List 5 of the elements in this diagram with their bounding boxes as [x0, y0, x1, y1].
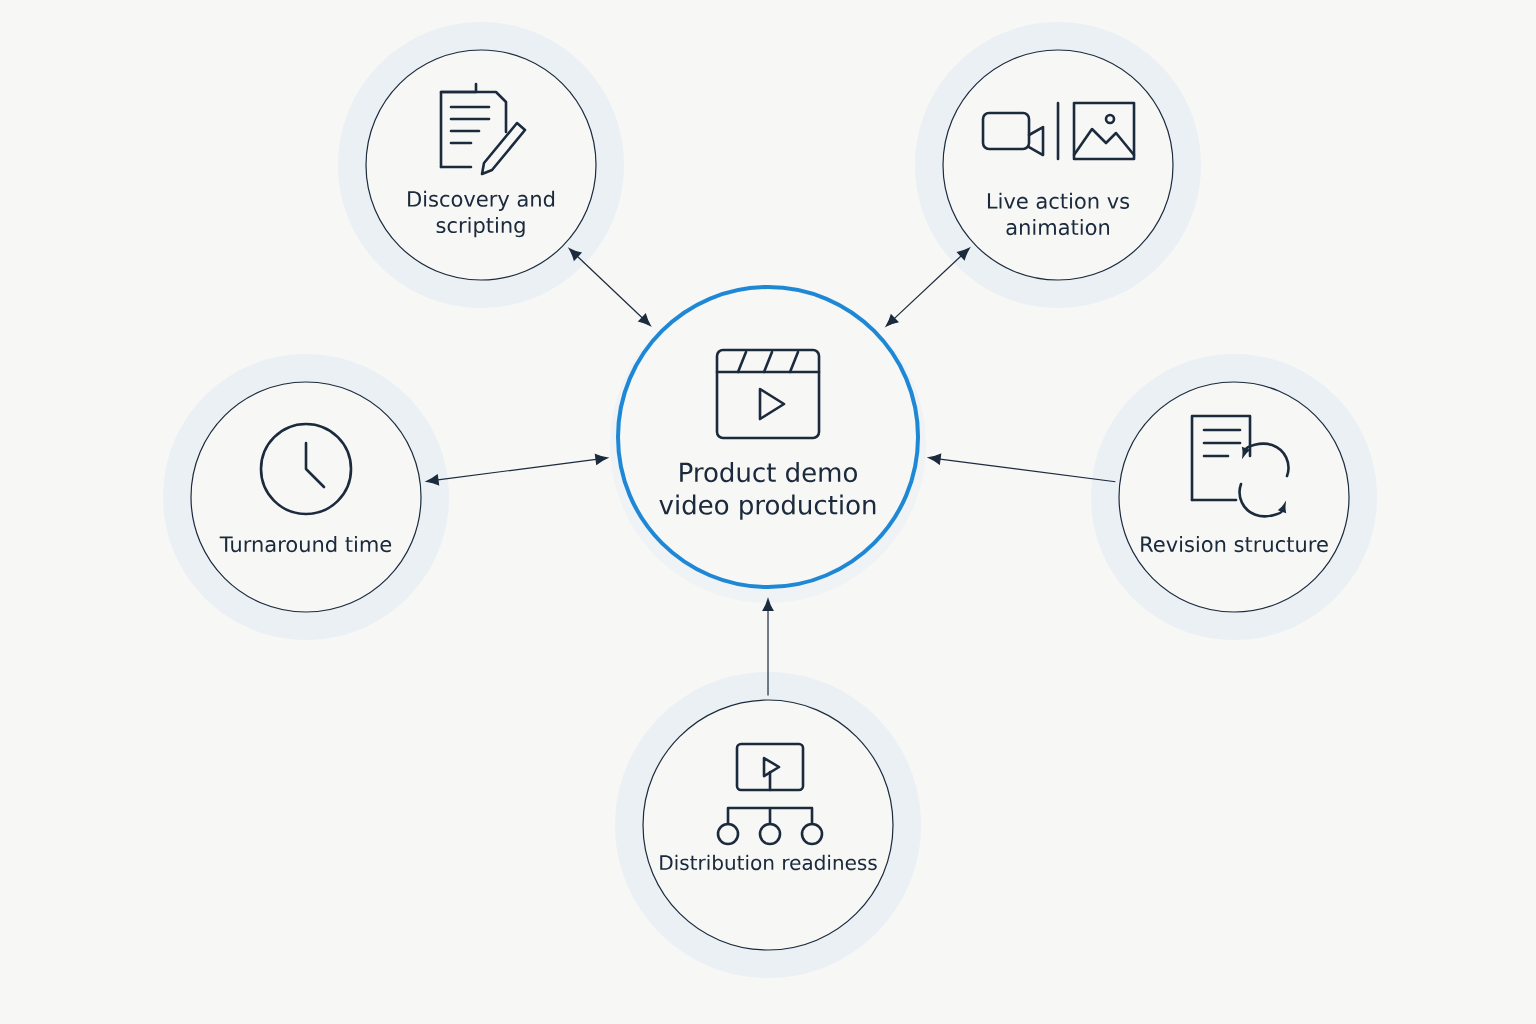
- arrow: [568, 248, 651, 327]
- arrow: [928, 453, 1116, 483]
- arrow: [426, 453, 608, 486]
- arrow: [885, 247, 970, 327]
- arrow: [762, 598, 774, 696]
